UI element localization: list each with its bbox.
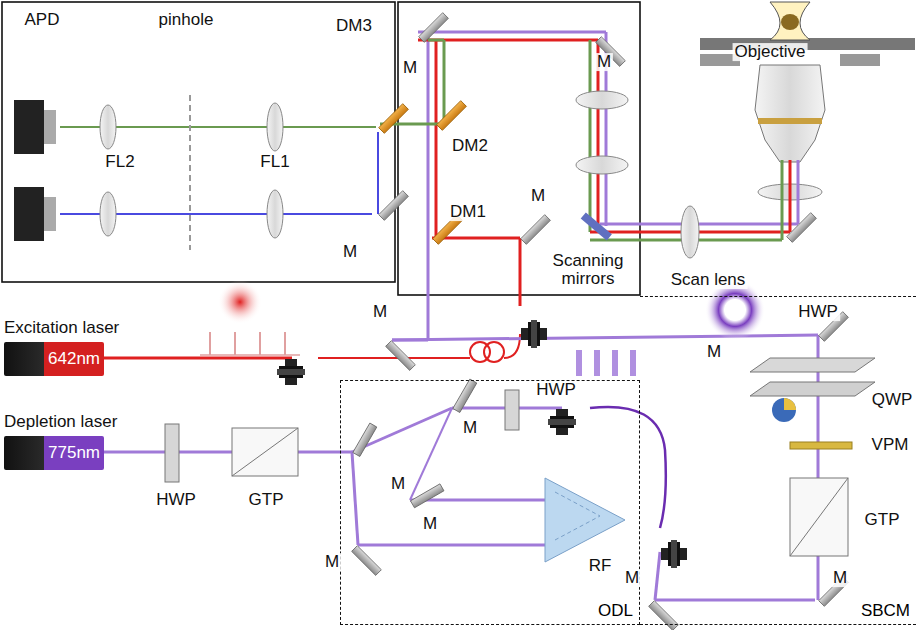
- component-label: M: [389, 475, 407, 493]
- objective-assembly: [700, 2, 915, 200]
- component-label: M: [705, 343, 723, 361]
- component-label: M: [831, 569, 849, 587]
- laser-name: Excitation laser: [4, 318, 119, 338]
- component-label: M: [401, 59, 419, 77]
- component-label: M: [529, 187, 547, 205]
- pulse-trains: [200, 280, 765, 376]
- dashed-group-box: ODL: [340, 380, 640, 625]
- polarization-optics: [165, 358, 875, 562]
- dashed-group-box: SBCM: [640, 296, 916, 625]
- component-label: M: [595, 53, 613, 71]
- beam-paths: [60, 32, 818, 600]
- component-label: FL2: [103, 153, 136, 171]
- component-label: QWP: [870, 391, 915, 409]
- component-label: M: [461, 419, 479, 437]
- wavelength: 775nm: [48, 443, 100, 463]
- lenses-detectors: [14, 91, 699, 258]
- component-label: M: [623, 569, 641, 587]
- group-label: SBCM: [861, 601, 910, 621]
- component-label: HWP: [534, 381, 578, 399]
- component-label: GTP: [247, 491, 286, 509]
- component-label: RF: [587, 557, 614, 575]
- laser-name: Depletion laser: [4, 412, 117, 432]
- mirrors: [352, 13, 849, 630]
- component-label: FL1: [258, 153, 291, 171]
- fiber-couplers: [277, 320, 687, 568]
- detection-box: [2, 2, 395, 282]
- component-label: M: [341, 243, 359, 261]
- component-label: Scanning mirrors: [538, 252, 638, 288]
- component-label: DM2: [450, 137, 490, 155]
- component-label: HWP: [796, 303, 840, 321]
- component-label: M: [421, 515, 439, 533]
- component-label: M: [371, 303, 389, 321]
- laser-source: Excitation laser642nm: [4, 342, 104, 376]
- component-label: DM3: [334, 17, 374, 35]
- component-label: Scan lens: [669, 271, 748, 289]
- component-label: GTP: [863, 511, 902, 529]
- component-label: VPM: [870, 436, 911, 454]
- group-label: ODL: [598, 601, 633, 621]
- wavelength: 642nm: [48, 349, 100, 369]
- component-label: pinhole: [157, 11, 216, 29]
- component-label: HWP: [154, 491, 198, 509]
- laser-source: Depletion laser775nm: [4, 436, 104, 470]
- component-label: M: [323, 553, 341, 571]
- component-label: Objective: [733, 43, 808, 61]
- component-label: DM1: [448, 203, 488, 221]
- component-label: APD: [23, 11, 62, 29]
